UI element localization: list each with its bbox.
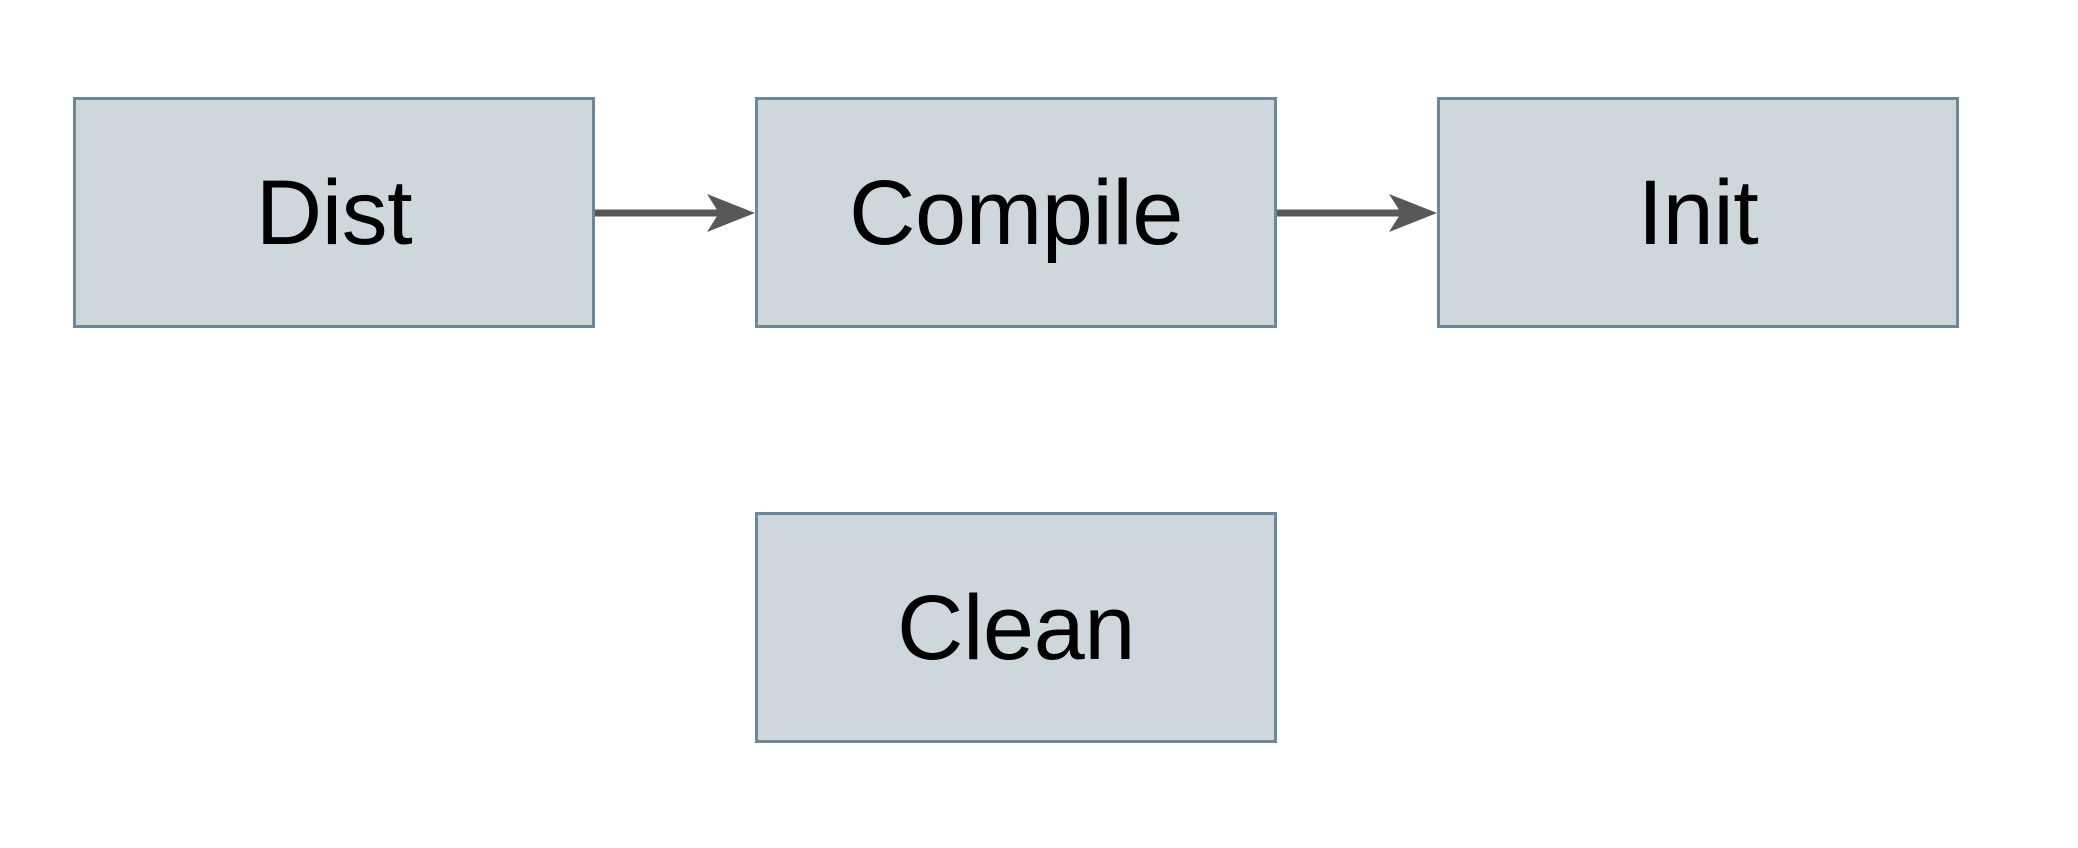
- node-init-label: Init: [1637, 161, 1759, 264]
- node-init[interactable]: Init: [1437, 97, 1959, 328]
- arrowhead-icon: [1389, 194, 1437, 232]
- node-clean[interactable]: Clean: [755, 512, 1277, 743]
- arrowhead-icon: [707, 194, 755, 232]
- node-dist[interactable]: Dist: [73, 97, 595, 328]
- edge-compile-to-init[interactable]: [1277, 194, 1437, 232]
- node-clean-label: Clean: [897, 576, 1135, 679]
- node-compile-label: Compile: [849, 161, 1183, 264]
- edge-dist-to-compile[interactable]: [595, 194, 755, 232]
- node-compile[interactable]: Compile: [755, 97, 1277, 328]
- node-dist-label: Dist: [255, 161, 413, 264]
